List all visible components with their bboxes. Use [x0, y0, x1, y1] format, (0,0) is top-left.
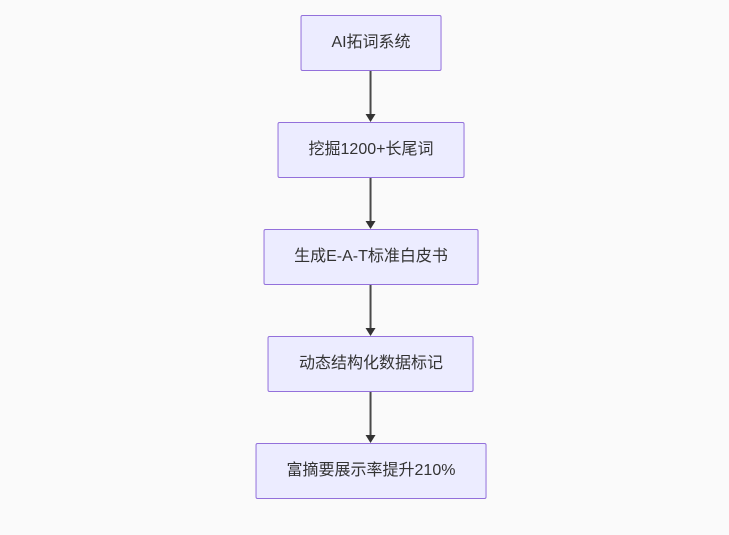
- arrow-down-icon: [366, 71, 376, 122]
- arrowhead-icon: [366, 221, 376, 229]
- arrow-down-icon: [366, 285, 376, 336]
- node-label: 动态结构化数据标记: [298, 355, 443, 372]
- arrow-line: [370, 178, 372, 221]
- arrow-down-icon: [366, 392, 376, 443]
- node-label: AI拓词系统: [331, 34, 411, 51]
- flow-node-step-4: 动态结构化数据标记: [267, 336, 474, 392]
- node-label: 生成E-A-T标准白皮书: [294, 248, 448, 265]
- flow-node-step-3: 生成E-A-T标准白皮书: [263, 229, 479, 285]
- arrowhead-icon: [366, 328, 376, 336]
- node-label: 挖掘1200+长尾词: [308, 141, 434, 158]
- arrowhead-icon: [366, 114, 376, 122]
- arrow-down-icon: [366, 178, 376, 229]
- arrow-line: [370, 392, 372, 435]
- flow-node-step-5: 富摘要展示率提升210%: [255, 443, 487, 499]
- flow-node-step-2: 挖掘1200+长尾词: [277, 122, 465, 178]
- node-label: 富摘要展示率提升210%: [286, 462, 456, 479]
- arrow-line: [370, 71, 372, 114]
- flowchart: AI拓词系统 挖掘1200+长尾词 生成E-A-T标准白皮书 动态结构化数据标记…: [255, 15, 487, 499]
- arrowhead-icon: [366, 435, 376, 443]
- flow-node-step-1: AI拓词系统: [300, 15, 442, 71]
- arrow-line: [370, 285, 372, 328]
